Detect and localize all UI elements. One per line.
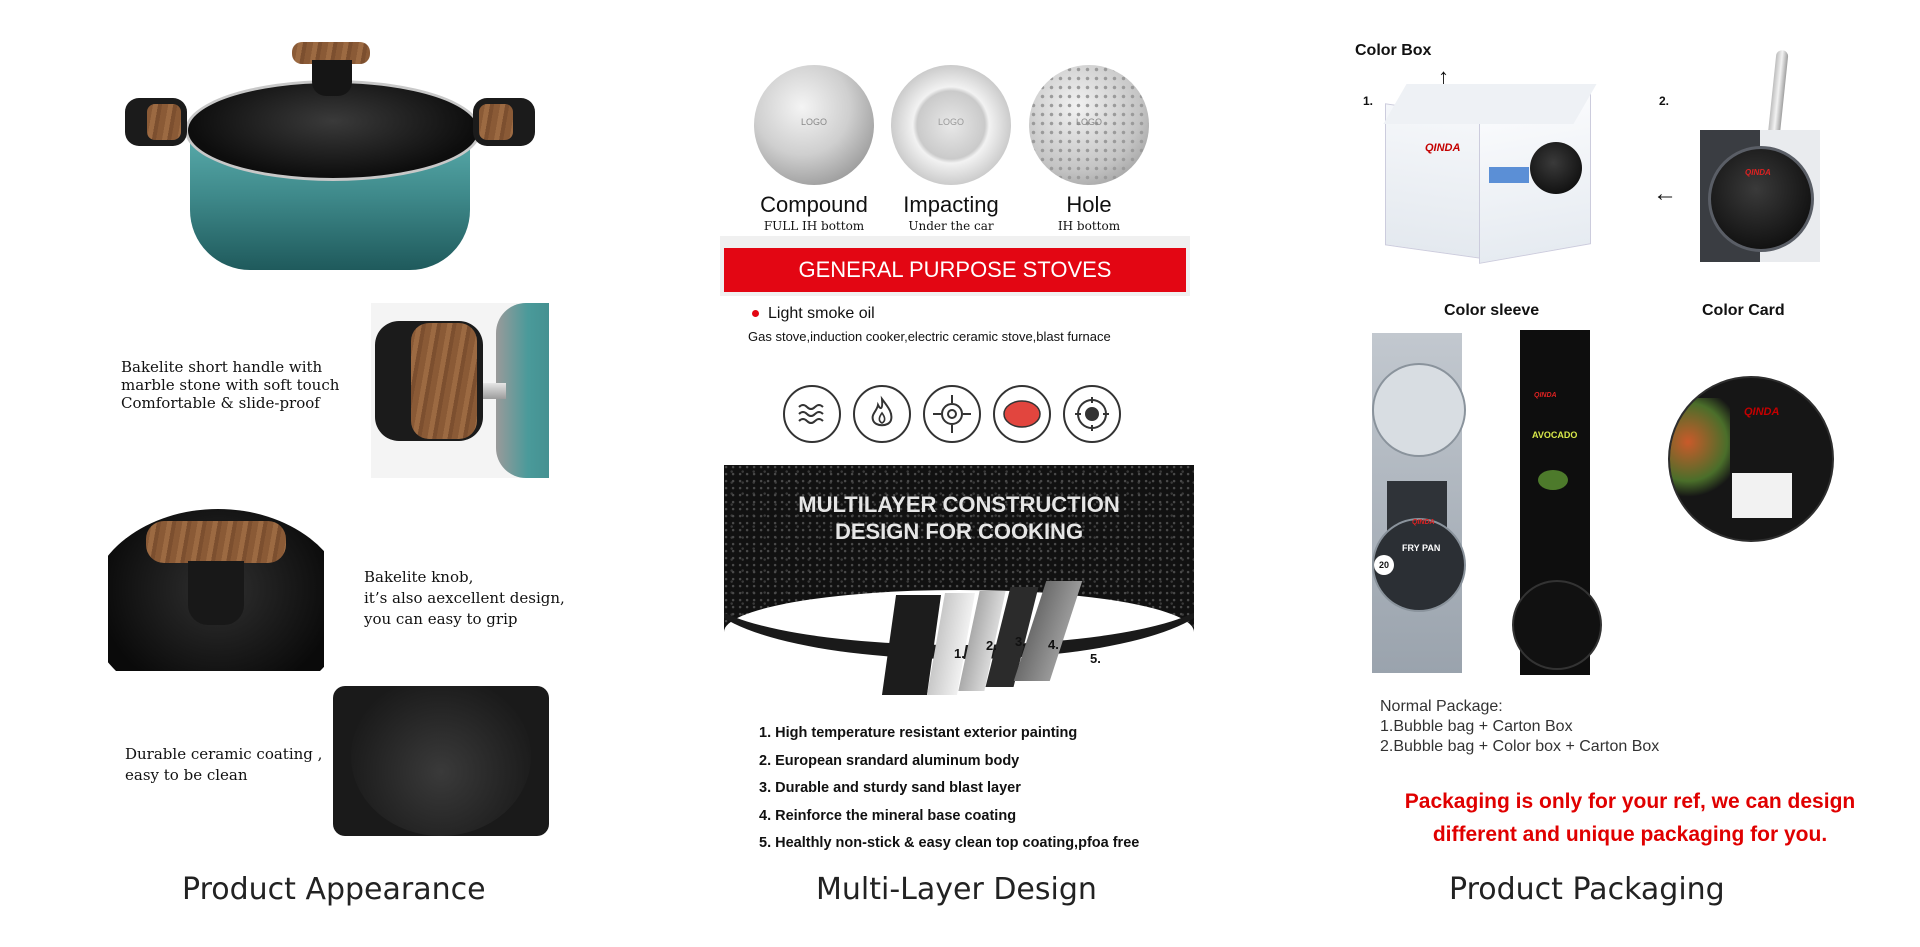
- coating-note: Durable ceramic coating , easy to be cle…: [125, 744, 322, 786]
- cooking-pot-image: [120, 40, 540, 280]
- logo-mark: LOGO: [800, 117, 827, 127]
- normal-package-line: 1.Bubble bag + Carton Box: [1380, 718, 1573, 735]
- handle-note-line: marble stone with soft touch: [121, 376, 340, 394]
- brand-logo: QINDA: [1745, 168, 1771, 177]
- construction-title: MULTILAYER CONSTRUCTION DESIGN FOR COOKI…: [724, 491, 1194, 545]
- knob-note-line: you can easy to grip: [364, 610, 518, 628]
- ceramic-plate-icon: [993, 385, 1051, 443]
- bullet-dot: [752, 310, 759, 317]
- logo-mark: LOGO: [1075, 117, 1102, 127]
- option-number: 1.: [1363, 94, 1374, 108]
- knob-closeup-image: [108, 503, 324, 671]
- pan-box-image: QINDA: [1700, 49, 1830, 270]
- light-smoke-label: Light smoke oil: [768, 305, 875, 322]
- layer-list: 1. High temperature resistant exterior p…: [759, 720, 1139, 858]
- flame-icon: [853, 385, 911, 443]
- stoves-banner: GENERAL PURPOSE STOVES: [724, 248, 1186, 292]
- impacting-sublabel: Under the car: [908, 219, 994, 233]
- color-sleeve-label: Color sleeve: [1444, 302, 1540, 319]
- layer-item: 4. Reinforce the mineral base coating: [759, 807, 1017, 824]
- handle-closeup-image: [371, 303, 549, 478]
- handle-note-line: Bakelite short handle with: [121, 358, 323, 376]
- construction-title-line: MULTILAYER CONSTRUCTION: [798, 492, 1120, 517]
- brand-logo: QINDA: [1534, 392, 1557, 399]
- coating-closeup-image: [333, 686, 549, 836]
- layer-number: 3.: [1015, 634, 1026, 649]
- layer-number: 4.: [1048, 637, 1059, 652]
- compound-label: Compound: [760, 192, 868, 217]
- packaging-notice-line: Packaging is only for your ref, we can d…: [1404, 790, 1856, 813]
- coating-note-line: easy to be clean: [125, 766, 248, 784]
- logo-mark: LOGO: [937, 117, 964, 127]
- brand-logo: QINDA: [1412, 519, 1435, 526]
- layer-item: 5. Healthly non-stick & easy clean top c…: [759, 835, 1140, 851]
- color-card-image: QINDA: [1668, 376, 1834, 542]
- normal-package-line: 2.Bubble bag + Color box + Carton Box: [1380, 738, 1660, 755]
- color-box-label: Color Box: [1355, 42, 1432, 59]
- impacting-bottom-image: LOGO: [891, 65, 1011, 185]
- arrow-left-icon: ←: [1653, 180, 1677, 207]
- hole-bottom-image: LOGO: [1029, 65, 1149, 185]
- layer-number: 1.: [954, 646, 965, 661]
- layer-item: 1. High temperature resistant exterior p…: [759, 725, 1078, 741]
- color-box-image: QINDA: [1383, 82, 1600, 264]
- gas-burner-icon: [923, 385, 981, 443]
- multilayer-pan-image: [724, 465, 1194, 701]
- layer-item: 2. European srandard aluminum body: [759, 752, 1020, 769]
- packaging-caption: Product Packaging: [1449, 872, 1725, 907]
- brand-logo: QINDA: [1744, 406, 1780, 418]
- knob-note-line: it’s also aexcellent design,: [364, 589, 565, 607]
- normal-package-text: Normal Package: 1.Bubble bag + Carton Bo…: [1380, 697, 1659, 757]
- layer-item: 3. Durable and sturdy sand blast layer: [759, 780, 1021, 796]
- layer-number: 5.: [1090, 651, 1101, 666]
- sleeve-avocado: AVOCADO: [1532, 430, 1578, 440]
- option-number: 2.: [1659, 94, 1670, 108]
- brand-logo: QINDA: [1425, 142, 1461, 154]
- layer-number: 2.: [986, 638, 997, 653]
- arrow-up-icon: ↑: [1438, 64, 1449, 89]
- multilayer-caption: Multi-Layer Design: [816, 872, 1097, 907]
- knob-stem: [312, 60, 352, 96]
- construction-title-line: DESIGN FOR COOKING: [834, 519, 1084, 544]
- right-handle: [473, 98, 535, 146]
- packaging-notice-line: different and unique packaging for you.: [1432, 823, 1828, 846]
- induction-icon: [1063, 385, 1121, 443]
- handle-note-line: Comfortable & slide-proof: [121, 394, 320, 412]
- compound-bottom-image: LOGO: [754, 65, 874, 185]
- appearance-caption: Product Appearance: [182, 872, 486, 907]
- compound-sublabel: FULL IH bottom: [763, 219, 865, 233]
- knob-top: [292, 42, 370, 64]
- sleeve-size: 20: [1374, 555, 1394, 575]
- impacting-label: Impacting: [903, 192, 999, 217]
- color-card-label: Color Card: [1702, 302, 1785, 319]
- packaging-notice: Packaging is only for your ref, we can d…: [1360, 785, 1900, 851]
- knob-note-line: Bakelite knob,: [364, 568, 474, 586]
- coating-note-line: Durable ceramic coating ,: [125, 745, 323, 763]
- left-handle: [125, 98, 187, 146]
- handle-note: Bakelite short handle with marble stone …: [121, 358, 339, 412]
- coil-stove-icon: [783, 385, 841, 443]
- sleeve-fry-pan: FRY PAN: [1402, 543, 1441, 553]
- knob-note: Bakelite knob, it’s also aexcellent desi…: [364, 567, 565, 630]
- color-sleeve-grey-image: FRY PAN 20 QINDA: [1372, 333, 1466, 673]
- normal-package-title: Normal Package:: [1380, 698, 1503, 715]
- color-sleeve-black-image: AVOCADO QINDA: [1512, 330, 1602, 675]
- hole-label: Hole: [1066, 192, 1112, 217]
- hole-sublabel: IH bottom: [1057, 219, 1121, 233]
- stove-types-text: Gas stove,induction cooker,electric cera…: [748, 329, 1111, 344]
